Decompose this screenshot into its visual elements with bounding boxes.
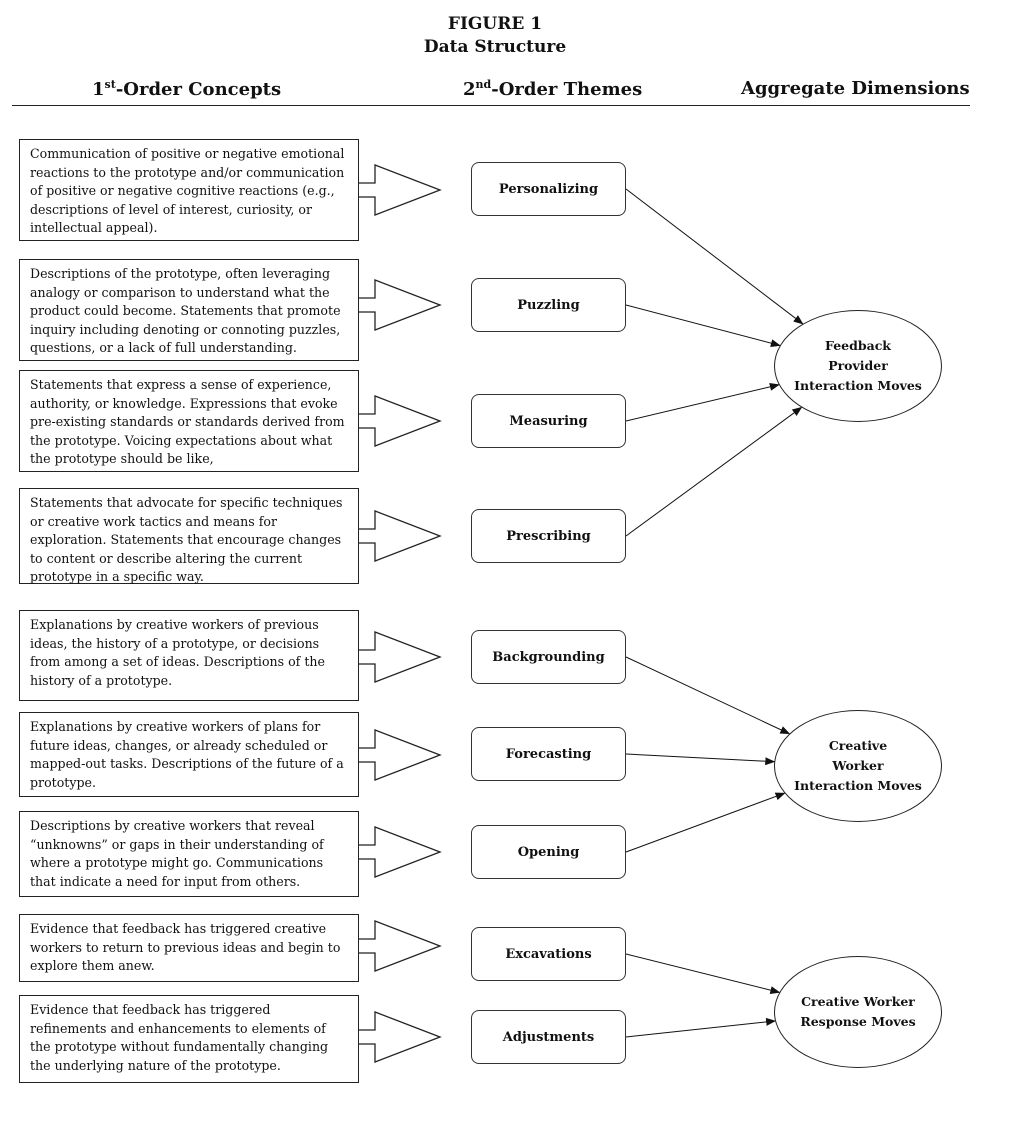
theme-prescribing: Prescribing: [471, 509, 626, 563]
block-arrow-6: [359, 729, 442, 781]
header-rule: [12, 105, 970, 106]
block-arrow-7: [359, 826, 442, 878]
block-arrow-5: [359, 631, 442, 683]
link-line-4: [625, 406, 803, 537]
block-arrow-9: [359, 1011, 442, 1063]
link-line-5: [625, 656, 791, 735]
link-line-6: [625, 753, 776, 766]
dimension-2-line-1: Creative: [828, 738, 888, 753]
theme-measuring: Measuring: [471, 394, 626, 448]
concept-box-excavations: Evidence that feedback has triggered cre…: [19, 914, 359, 982]
dimension-2-line-2: Worker: [832, 758, 884, 773]
concept-box-forecasting: Explanations by creative workers of plan…: [19, 712, 359, 797]
figure-number: FIGURE 1: [447, 14, 543, 34]
figure-title: Data Structure: [423, 37, 567, 57]
block-arrow-1: [359, 164, 442, 216]
link-line-1: [625, 188, 804, 325]
theme-backgrounding: Backgrounding: [471, 630, 626, 684]
concept-box-prescribing: Statements that advocate for specific te…: [19, 488, 359, 584]
dimension-3-line-1: Creative Worker: [801, 994, 915, 1009]
theme-puzzling: Puzzling: [471, 278, 626, 332]
col-first-sup: st: [104, 78, 116, 91]
dimension-feedback-provider: Feedback Provider Interaction Moves: [774, 310, 942, 422]
theme-opening: Opening: [471, 825, 626, 879]
dimension-creative-worker-interaction: Creative Worker Interaction Moves: [774, 710, 942, 822]
column-header-second-order: 2nd-Order Themes: [463, 78, 642, 100]
column-header-aggregate: Aggregate Dimensions: [741, 78, 970, 99]
theme-personalizing: Personalizing: [471, 162, 626, 216]
link-line-7: [625, 792, 786, 853]
concept-box-adjustments: Evidence that feedback has triggered ref…: [19, 995, 359, 1083]
theme-excavations: Excavations: [471, 927, 626, 981]
col-second-sup: nd: [475, 78, 492, 91]
block-arrow-8: [359, 920, 442, 972]
block-arrow-2: [359, 279, 442, 331]
dimension-creative-worker-response: Creative Worker Response Moves: [774, 956, 942, 1068]
column-header-first-order: 1st-Order Concepts: [92, 78, 281, 100]
dimension-1-line-3: Interaction Moves: [794, 378, 922, 393]
link-line-9: [625, 1017, 777, 1038]
dimension-1-line-2: Provider: [828, 358, 888, 373]
theme-forecasting: Forecasting: [471, 727, 626, 781]
concept-box-backgrounding: Explanations by creative workers of prev…: [19, 610, 359, 701]
block-arrow-3: [359, 395, 442, 447]
block-arrow-4: [359, 510, 442, 562]
link-line-8: [625, 953, 781, 995]
theme-adjustments: Adjustments: [471, 1010, 626, 1064]
concept-box-personalizing: Communication of positive or negative em…: [19, 139, 359, 241]
dimension-1-line-1: Feedback: [825, 338, 891, 353]
link-line-2: [625, 304, 781, 348]
link-line-3: [625, 382, 780, 422]
col-second-base: 2: [463, 79, 476, 100]
col-first-base: 1: [92, 79, 105, 100]
concept-box-opening: Descriptions by creative workers that re…: [19, 811, 359, 897]
concept-box-measuring: Statements that express a sense of exper…: [19, 370, 359, 472]
dimension-3-line-2: Response Moves: [800, 1014, 916, 1029]
dimension-2-line-3: Interaction Moves: [794, 778, 922, 793]
col-second-rest: -Order Themes: [491, 79, 643, 100]
col-first-rest: -Order Concepts: [115, 79, 282, 100]
concept-box-puzzling: Descriptions of the prototype, often lev…: [19, 259, 359, 361]
